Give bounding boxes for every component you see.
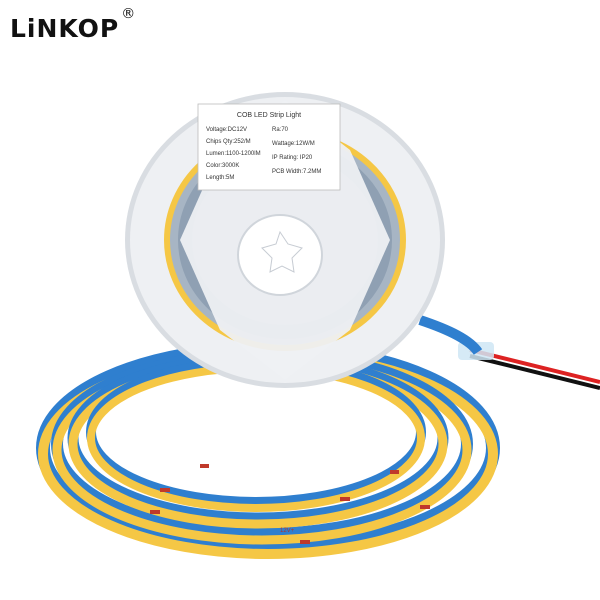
label-spec-right-0: Ra:70 [272,127,289,133]
spec-label: COB LED Strip Light Voltage:DC12V Chips … [197,103,341,191]
label-spec-right-1: Wattage:12W/M [272,141,315,147]
label-spec-left-0: Voltage:DC12V [206,127,247,133]
led-strip-coils: 12V+ [36,315,500,559]
label-spec-right-2: IP Rating: IP20 [272,155,313,161]
label-title: COB LED Strip Light [237,112,301,119]
label-spec-right-3: PCB Width:7.2MM [272,169,321,175]
brand-logo: LiNKOP ® [10,6,135,43]
strip-print: 12V+ [280,528,295,534]
label-spec-left-2: Lumen:1100-1200lM [206,151,261,157]
brand-name: LiNKOP [10,14,120,43]
label-spec-left-1: Chips Qty:252/M [206,139,251,145]
label-spec-left-3: Color:3000K [206,163,239,169]
registered-mark: ® [121,6,137,22]
label-spec-left-4: Length:5M [206,175,234,181]
